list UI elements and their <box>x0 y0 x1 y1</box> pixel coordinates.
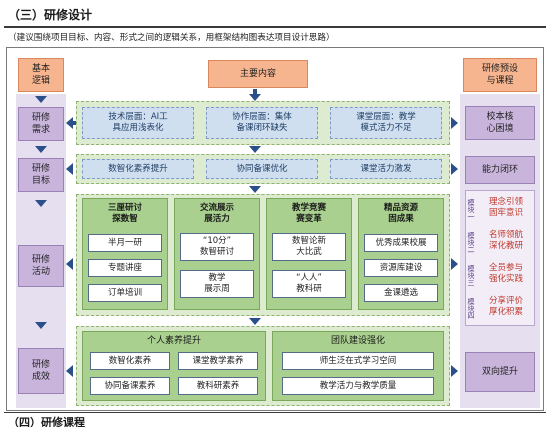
section-title: （三）研修设计 <box>8 8 93 22</box>
activity-3-title: 教学竞赛 赛变革 <box>291 203 326 224</box>
arrow-right-icon <box>451 163 458 175</box>
arrow-down-icon <box>249 146 261 153</box>
need-collaboration: 协作层面：集体 备课闭环缺失 <box>206 107 318 139</box>
activity-2-item: 教学 展示周 <box>180 270 254 298</box>
outcome-personal-item: 数智化素养 <box>90 352 170 370</box>
right-core-issue: 校本核 心困境 <box>465 106 535 140</box>
module-2-text: 名师领航 深化教研 <box>488 230 523 251</box>
module-1-label: 模块一 <box>467 198 475 220</box>
outcome-team-item: 师生泛在式学习空间 <box>282 352 434 370</box>
goal-collaborative-prep: 协同备课优化 <box>206 159 318 179</box>
arrow-down-icon <box>249 318 261 325</box>
title-divider <box>4 26 546 28</box>
outcome-personal-item: 课堂教学素养 <box>178 352 258 370</box>
module-4-text: 分享评价 厚化积累 <box>488 296 523 317</box>
activity-4-item: 金课遴选 <box>364 284 438 302</box>
bottom-divider <box>4 412 546 413</box>
arrow-down-icon <box>35 96 47 103</box>
arrow-left-icon <box>66 163 73 175</box>
activity-2-title: 交流展示 展活力 <box>199 203 234 224</box>
arrow-left-icon <box>66 117 73 129</box>
activity-4-item: 资源库建设 <box>364 259 438 277</box>
need-technology: 技术层面：AI工 具应用浅表化 <box>82 107 194 139</box>
arrow-right-icon <box>451 365 458 377</box>
module-1-text: 理念引领 固牢意识 <box>488 197 523 218</box>
activity-4-item: 优秀成果校展 <box>364 234 438 252</box>
arrow-left-icon <box>66 365 73 377</box>
module-3-text: 全员参与 强化实践 <box>488 263 523 284</box>
left-training-outcomes: 研修 成效 <box>18 348 64 394</box>
outcome-personal-title: 个人素养提升 <box>146 336 201 346</box>
arrow-down-icon <box>249 94 261 101</box>
outcome-team-title: 团队建设强化 <box>330 336 385 346</box>
diagram-frame <box>6 47 544 411</box>
main-content-header: 主要内容 <box>208 60 308 88</box>
arrow-stem <box>253 89 257 95</box>
need-classroom: 课堂层面：教学 模式活力不足 <box>330 107 442 139</box>
outcome-personal-item: 教科研素养 <box>178 377 258 395</box>
left-training-activities: 研修 活动 <box>18 245 64 287</box>
right-training-presets: 研修预设 与课程 <box>463 58 537 92</box>
activity-1-item: 专题讲座 <box>88 259 162 277</box>
arrow-down-icon <box>35 200 47 207</box>
right-capability-loop: 能力闭环 <box>465 156 535 184</box>
next-section-title: （四）研修课程 <box>8 416 85 427</box>
right-mutual-improvement: 双向提升 <box>465 352 535 392</box>
left-training-goals: 研修 目标 <box>18 158 64 192</box>
arrow-bar <box>72 121 76 125</box>
activity-3-item: “人人” 教科研 <box>272 270 346 298</box>
arrow-left-icon <box>66 258 73 270</box>
section-instruction: （建议围绕项目目标、内容、形式之间的逻辑关系，用框架结构图表达项目设计思路） <box>8 33 335 43</box>
activity-1-title: 三厘研讨 探数智 <box>107 203 142 224</box>
activity-3-item: 数智论新 大比武 <box>272 233 346 261</box>
arrow-right-icon <box>451 117 458 129</box>
outcome-personal-item: 协同备课素养 <box>90 377 170 395</box>
module-2-label: 模块二 <box>467 231 475 253</box>
left-basic-logic: 基本 逻辑 <box>18 58 64 92</box>
outcome-team-item: 教学活力与教学质量 <box>282 377 434 395</box>
activity-1-item: 半月一研 <box>88 234 162 252</box>
activity-1-item: 订单培训 <box>88 284 162 302</box>
goal-digital-literacy: 数智化素养提升 <box>82 159 194 179</box>
arrow-down-icon <box>35 322 47 329</box>
modules-panel <box>465 190 535 326</box>
activity-4-title: 精品资源 固成果 <box>383 203 418 224</box>
activity-2-item: “10分” 数智研讨 <box>180 233 254 261</box>
left-training-needs: 研修 需求 <box>18 107 64 141</box>
module-3-label: 模块三 <box>467 264 475 286</box>
goal-classroom-vitality: 课堂活力激发 <box>330 159 442 179</box>
module-4-label: 模块四 <box>467 297 475 319</box>
arrow-down-icon <box>35 146 47 153</box>
arrow-right-icon <box>451 258 458 270</box>
arrow-down-icon <box>249 186 261 193</box>
